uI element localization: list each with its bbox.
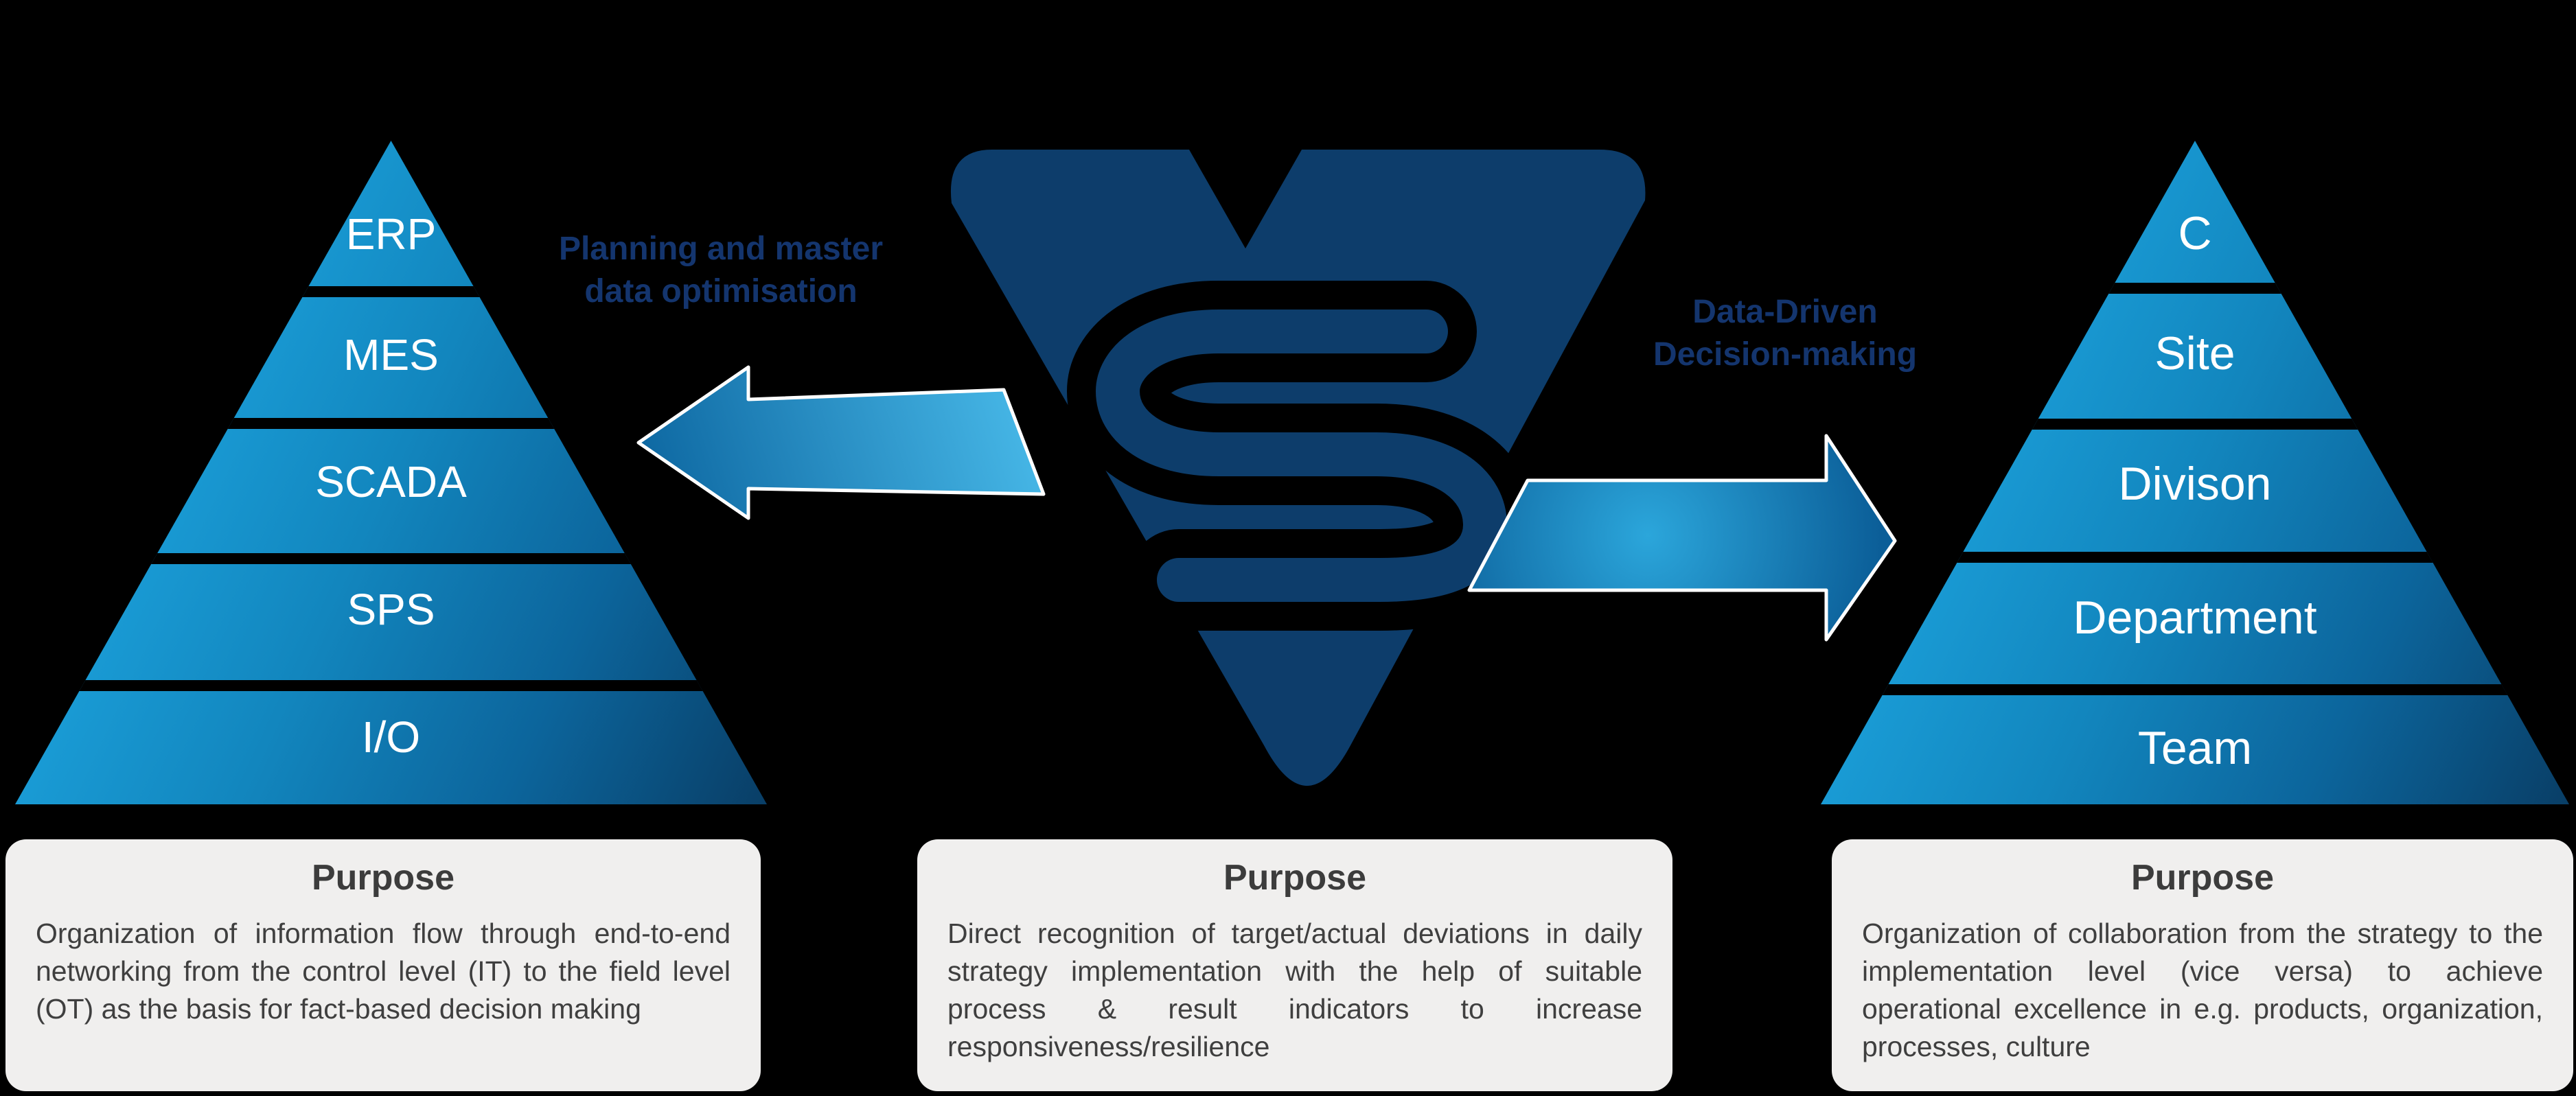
left-arrow-caption-line1: Planning and master: [558, 231, 884, 267]
purpose-body: Direct recognition of target/actual devi…: [947, 918, 1642, 1062]
purpose-body: Organization of collaboration from the s…: [1862, 918, 2543, 1062]
layer-label-division: Divison: [2118, 458, 2272, 510]
layer-label-department: Department: [2073, 592, 2317, 644]
right-arrow-icon: [1467, 434, 1897, 642]
layer-separator: [15, 680, 767, 691]
right-arrow-caption: Data-Driven Decision-making: [1545, 291, 2025, 376]
purpose-title: Purpose: [1223, 858, 1367, 898]
layer-separator: [1821, 552, 2569, 563]
purpose-card-automation: Purpose Organization of information flow…: [5, 839, 761, 1091]
purpose-body: Organization of information flow through…: [36, 918, 731, 1025]
purpose-card-organization: Purpose Organization of collaboration fr…: [1832, 839, 2573, 1091]
purpose-card-strategy: Purpose Direct recognition of target/act…: [917, 839, 1672, 1091]
left-arrow-caption: Planning and master data optimisation: [481, 228, 961, 313]
layer-label-erp: ERP: [345, 209, 437, 259]
left-arrow-caption-line2: data optimisation: [584, 273, 858, 310]
layer-label-mes: MES: [343, 330, 439, 380]
sv-logo-icon: [950, 150, 1646, 786]
right-arrow-caption-line2: Decision-making: [1653, 336, 1918, 373]
layer-separator: [1821, 684, 2569, 695]
left-arrow-icon: [636, 365, 1046, 520]
purpose-title: Purpose: [2130, 858, 2275, 898]
layer-separator: [15, 553, 767, 564]
layer-label-site: Site: [2154, 327, 2235, 380]
purpose-title: Purpose: [311, 858, 455, 898]
layer-label-team: Team: [2137, 722, 2253, 774]
layer-label-scada: SCADA: [315, 457, 467, 506]
layer-label-io: I/O: [361, 712, 421, 762]
logo-s-shape: [1096, 310, 1507, 602]
right-arrow-caption-line1: Data-Driven: [1692, 294, 1878, 330]
layer-label-c: C: [2178, 207, 2212, 259]
layer-label-sps: SPS: [347, 585, 435, 634]
